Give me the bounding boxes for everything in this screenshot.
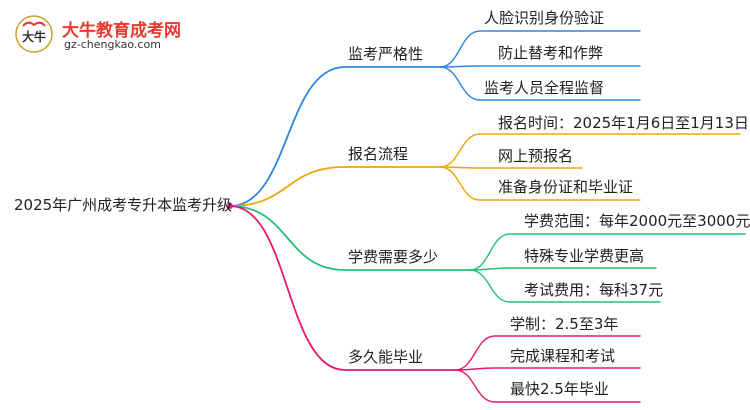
leaf-node: 监考人员全程监督 [484,79,605,97]
branch-node-graduation: 多久能毕业 [348,348,424,366]
logo-title: 大牛教育成考网 [62,21,181,41]
svg-text:大牛: 大牛 [22,29,46,44]
logo-url: gz-chengkao.com [64,38,161,51]
site-logo[interactable]: 大牛 大牛教育成考网 gz-chengkao.com [8,10,248,56]
branch-connector [229,205,471,271]
branch-node-registration: 报名流程 [348,145,409,163]
leaf-node: 特殊专业学费更高 [524,247,645,265]
branch-node-supervision: 监考严格性 [348,45,424,63]
leaf-connector [439,166,641,201]
leaf-connector [454,369,641,403]
ox-logo-icon: 大牛 [15,15,53,53]
branch-node-tuition: 学费需要多少 [348,248,439,266]
leaf-connector [439,133,741,168]
leaf-connector [469,269,661,303]
leaf-node: 学费范围：每年2000元至3000元 [524,212,750,230]
leaf-node: 完成课程和考试 [510,347,616,365]
root-node: 2025年广州成考专升本监考升级 [14,196,233,214]
leaf-node: 考试费用：每科37元 [524,281,664,299]
branch-connector [229,205,456,371]
leaf-connector [469,233,746,271]
leaf-node: 网上预报名 [498,147,574,165]
leaf-connector [439,66,641,101]
branch-connector [229,66,441,207]
leaf-node: 人脸识别身份验证 [484,9,605,27]
leaf-connector [439,30,641,68]
leaf-connector [439,166,583,169]
leaf-node: 报名时间：2025年1月6日至1月13日 [498,114,749,132]
leaf-connector [454,367,641,371]
leaf-connector [439,65,641,68]
leaf-connector [454,335,641,371]
branch-connector [229,166,441,207]
leaf-node: 准备身份证和毕业证 [498,178,634,196]
leaf-node: 最快2.5年毕业 [510,380,609,398]
leaf-node: 学制：2.5至3年 [510,315,619,333]
leaf-node: 防止替考和作弊 [498,44,604,62]
leaf-connector [469,267,657,271]
